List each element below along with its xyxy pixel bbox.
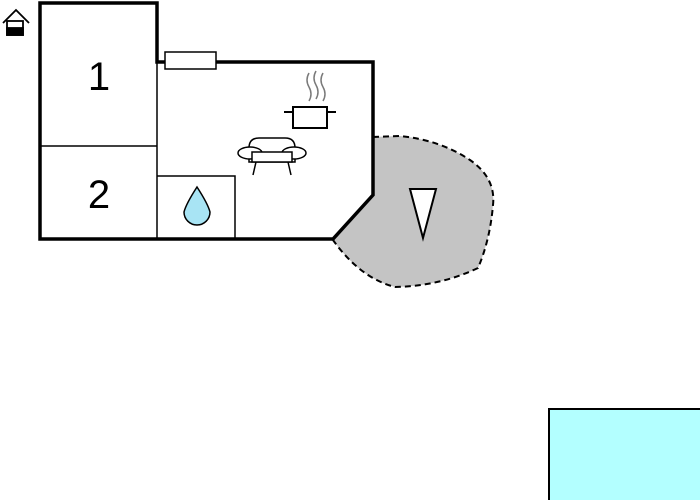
outer-walls — [38, 1, 375, 241]
sun-umbrella-icon — [408, 188, 438, 242]
room-label-1: 1 — [88, 55, 110, 99]
room-label-2: 2 — [88, 173, 110, 217]
water-drop-icon — [183, 185, 211, 226]
window — [164, 51, 217, 70]
cooking-pot-icon — [284, 70, 336, 129]
interior-wall-bathroom — [157, 175, 236, 239]
house-entrance-icon — [2, 8, 30, 36]
sofa-icon — [237, 137, 307, 176]
pool — [548, 408, 700, 500]
